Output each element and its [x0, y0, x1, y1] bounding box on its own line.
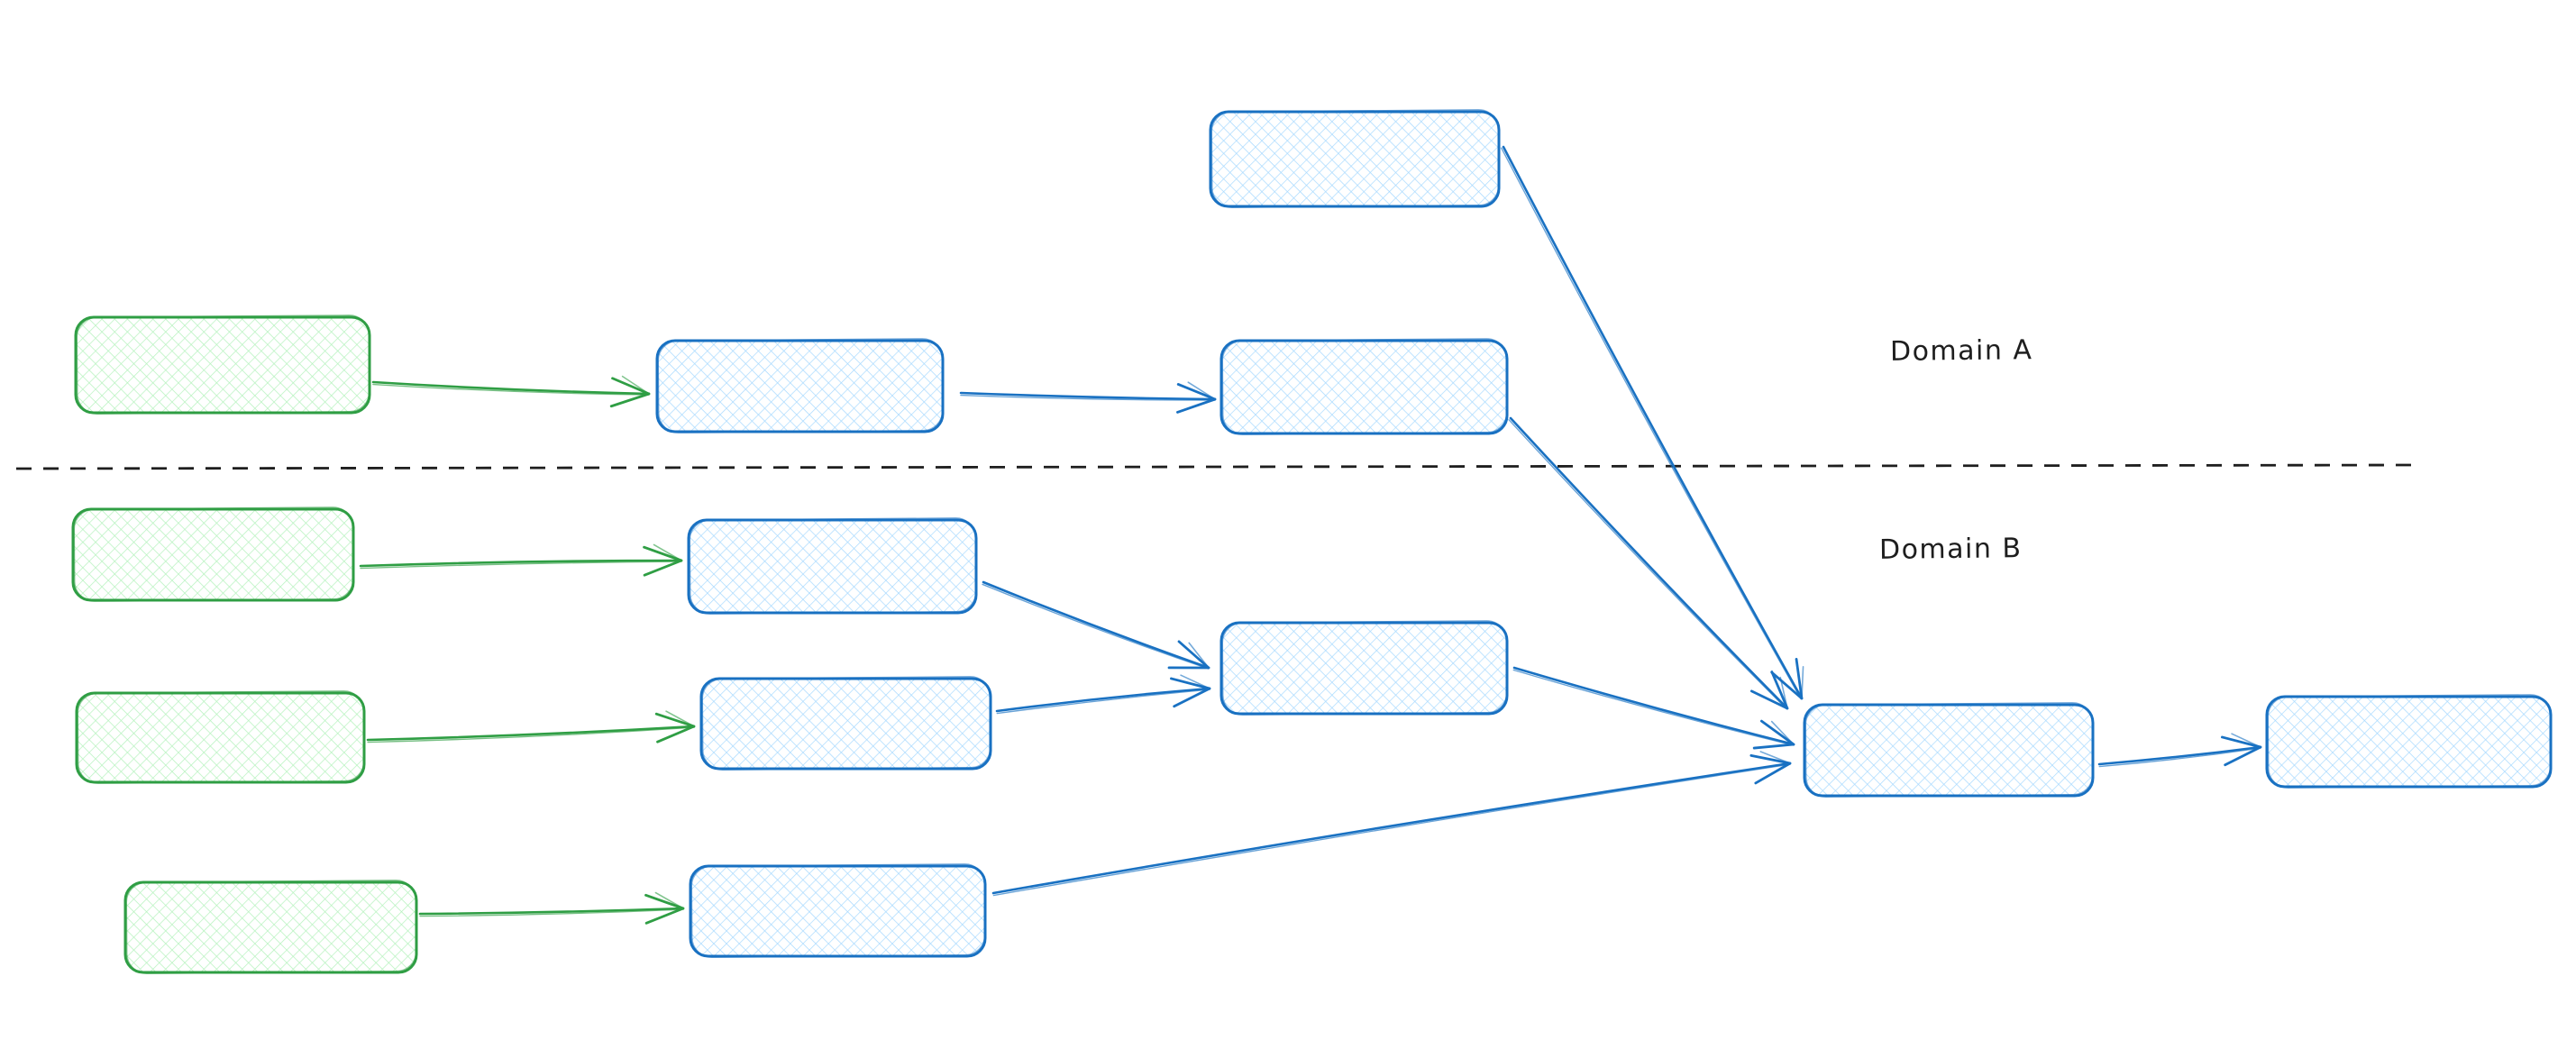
domain-divider[interactable]	[15, 463, 2415, 470]
node-blue-output[interactable]	[2265, 694, 2553, 789]
node-green-b-source3[interactable]	[123, 880, 418, 974]
edge-top-to-sink[interactable]	[1501, 145, 1804, 700]
node-blue-b-step2[interactable]	[699, 676, 992, 771]
node-blue-a-step2[interactable]	[1219, 338, 1509, 435]
edge-sink-to-output[interactable]	[2097, 733, 2262, 768]
node-green-b-source2[interactable]	[75, 690, 366, 784]
edge-merge-to-sink[interactable]	[1512, 666, 1795, 750]
node-blue-b-step1[interactable]	[687, 517, 978, 615]
node-blue-b-merge[interactable]	[1219, 620, 1509, 716]
domain-b-label[interactable]: Domain B	[1878, 533, 2023, 566]
node-blue-top[interactable]	[1209, 109, 1501, 208]
edge-green-b2-to-b2[interactable]	[366, 710, 696, 743]
edge-green-a-to-a1[interactable]	[371, 375, 651, 408]
edge-b3-to-sink[interactable]	[991, 751, 1792, 897]
node-blue-b-step3[interactable]	[689, 863, 987, 958]
edge-b2-to-merge[interactable]	[995, 674, 1211, 715]
edge-a2-to-sink[interactable]	[1508, 416, 1789, 710]
domain-a-label[interactable]: Domain A	[1889, 334, 2033, 368]
node-green-a-source[interactable]	[74, 315, 371, 415]
node-green-b-source1[interactable]	[71, 506, 355, 602]
edge-a1-to-a2[interactable]	[959, 381, 1217, 414]
edge-b1-to-merge[interactable]	[982, 580, 1210, 670]
node-blue-a-step1[interactable]	[655, 338, 945, 433]
edge-green-b3-to-b3[interactable]	[418, 891, 685, 925]
node-blue-sink[interactable]	[1803, 702, 2095, 798]
edge-green-b1-to-b1[interactable]	[359, 543, 683, 577]
